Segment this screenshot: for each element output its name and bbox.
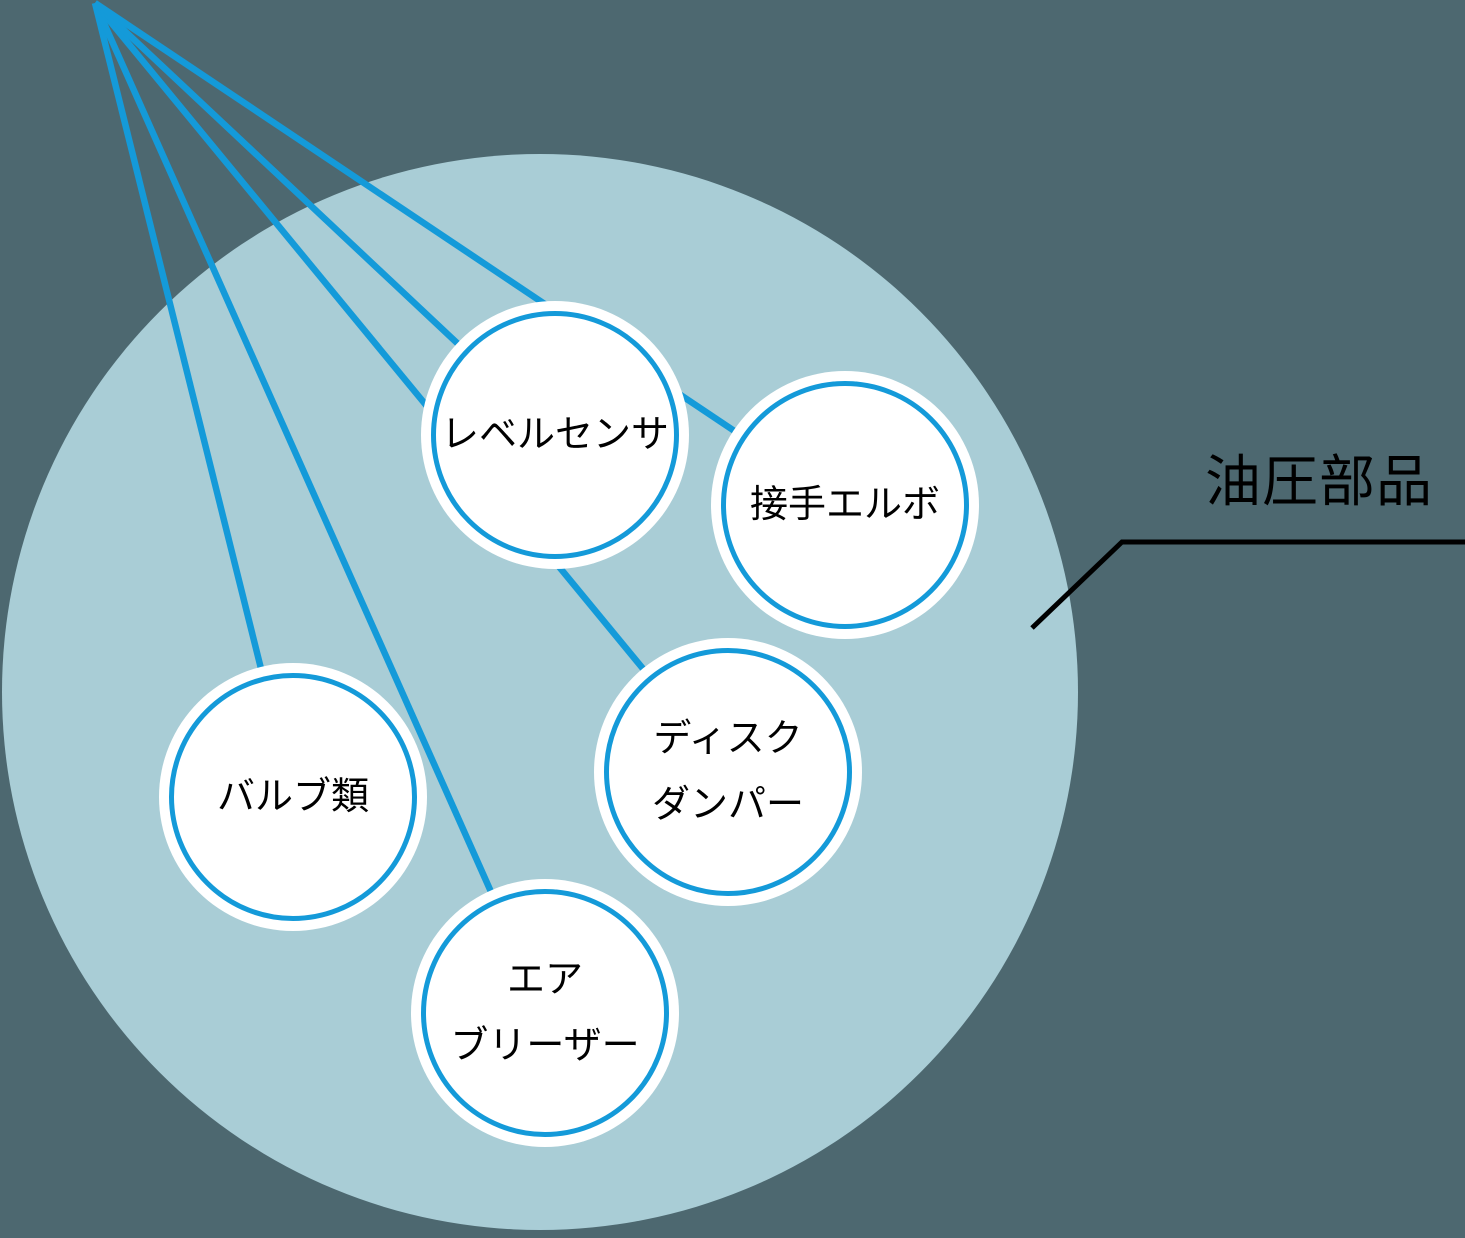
node-label-line: ダンパー	[651, 784, 804, 826]
node-air-breather-label: エア ブリーザー	[450, 947, 639, 1080]
connector-line-disc-damper	[92, 0, 731, 775]
node-joint-elbow-label: 接手エルボ	[750, 472, 940, 539]
node-label-line: バルブ類	[216, 775, 369, 818]
node-valves: バルブ類	[169, 673, 417, 921]
node-valves-label: バルブ類	[217, 764, 369, 831]
connector-line-valves	[91, 2, 297, 798]
node-label-line: レベルセンサ	[440, 413, 669, 456]
label-leader-line	[1030, 539, 1465, 630]
node-level-sensor-label: レベルセンサ	[441, 402, 669, 469]
node-joint-elbow: 接手エルボ	[721, 381, 969, 629]
connector-line-joint-elbow	[93, 0, 847, 508]
node-label-line: ブリーザー	[450, 1025, 640, 1067]
node-label-line: 接手エルボ	[749, 483, 940, 526]
node-label-line: エア	[506, 958, 583, 1001]
node-disc-damper-label: ディスク ダンパー	[652, 706, 804, 839]
node-label-line: ディスク	[653, 717, 803, 760]
group-label: 油圧部品	[1205, 450, 1433, 513]
connector-line-air-breather	[92, 1, 548, 1015]
node-disc-damper: ディスク ダンパー	[604, 648, 852, 896]
node-air-breather: エア ブリーザー	[421, 889, 669, 1137]
node-level-sensor: レベルセンサ	[431, 311, 679, 559]
